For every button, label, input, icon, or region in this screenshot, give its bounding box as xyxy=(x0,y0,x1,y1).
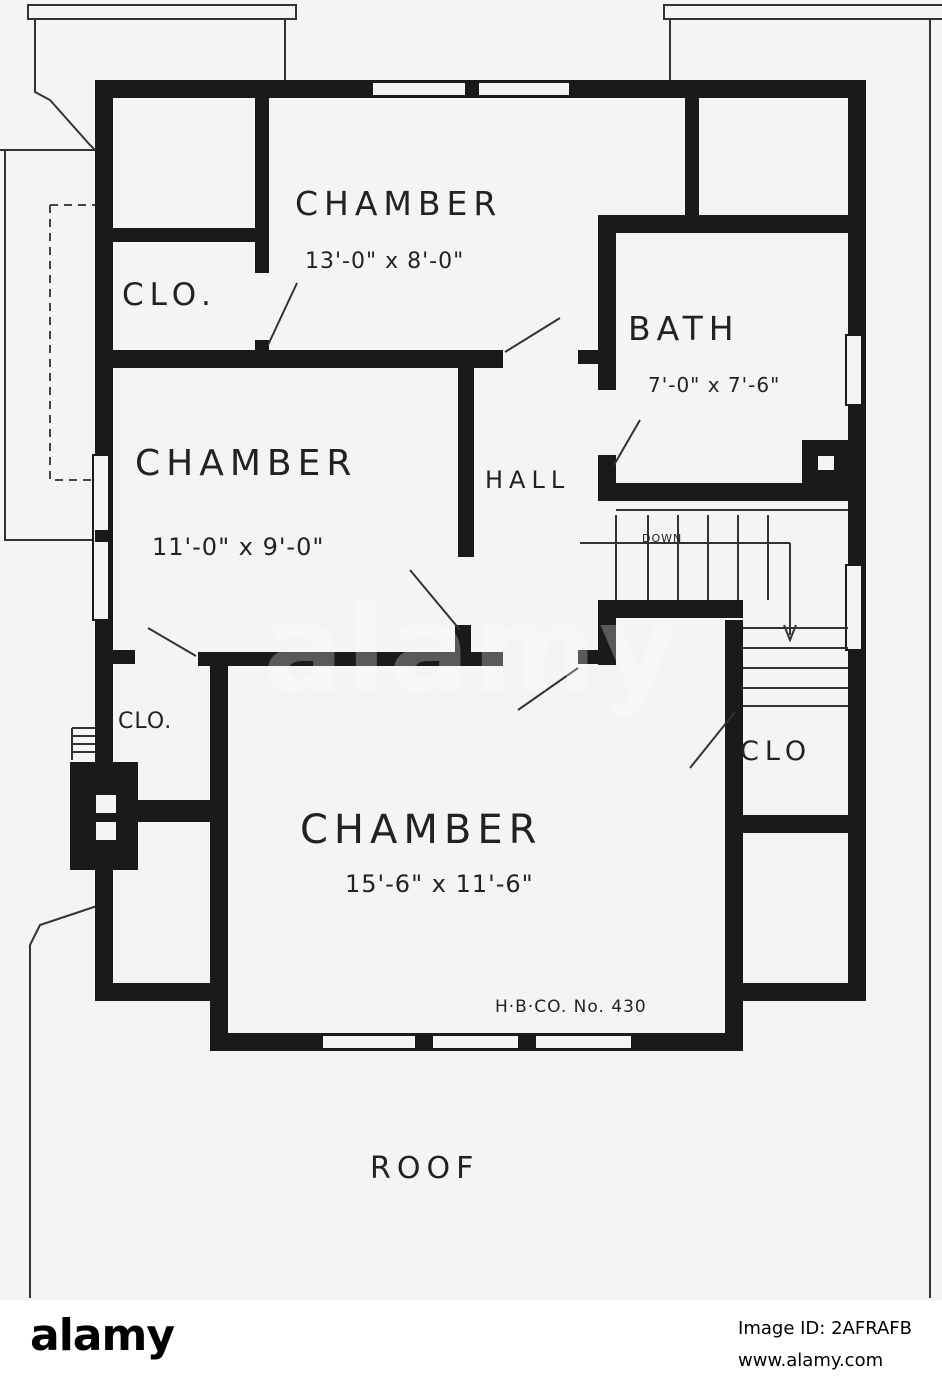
roof-outline xyxy=(0,4,942,1298)
wall-ne-closet xyxy=(685,98,699,228)
window-south xyxy=(321,1034,633,1050)
wall-south-left xyxy=(95,983,225,1001)
image-id: Image ID: 2AFRAFB xyxy=(738,1318,912,1339)
alamy-logo[interactable]: alamy xyxy=(30,1310,175,1361)
dashed-porch-line xyxy=(49,204,95,481)
floor-plan-drawing: CHAMBER 13'-0" x 8'-0" CLO. BATH 7'-0" x… xyxy=(0,4,942,1298)
leader-lines xyxy=(147,282,736,769)
window-stair xyxy=(845,564,863,651)
wall-bath-south xyxy=(598,483,848,501)
flue-1 xyxy=(96,795,116,813)
chimney-steps xyxy=(71,727,95,760)
plan-number: H·B·CO. No. 430 xyxy=(495,997,647,1017)
chamber-top-label: CHAMBER xyxy=(295,184,502,223)
north-windows xyxy=(371,80,571,98)
porch-outline xyxy=(4,150,95,541)
wall-bay-east xyxy=(725,620,743,1050)
stairs xyxy=(580,509,848,707)
wall-bath-stub xyxy=(578,350,616,364)
wall-bay-west xyxy=(210,660,228,1050)
chamber-top-size: 13'-0" x 8'-0" xyxy=(305,249,464,274)
wall-stair-west xyxy=(598,600,616,665)
chamber-mid-size: 11'-0" x 9'-0" xyxy=(152,533,324,561)
window-west-mullion xyxy=(95,530,109,542)
roof-edge-lower-left xyxy=(29,904,101,1298)
bath-size: 7'-0" x 7'-6" xyxy=(648,373,780,397)
footer-bar xyxy=(0,1300,942,1390)
bath-label: BATH xyxy=(628,309,740,348)
wall-stair-top xyxy=(616,600,743,618)
wall-bath-top xyxy=(600,215,850,233)
chamber-big-size: 15'-6" x 11'-6" xyxy=(345,870,534,898)
wall-clo-stub xyxy=(113,650,135,664)
flue-2 xyxy=(96,822,116,840)
bath-vent-opening xyxy=(818,456,834,470)
stair-down-label: DOWN xyxy=(642,532,682,545)
wall-chamber-south xyxy=(198,652,503,666)
wall-east xyxy=(848,80,866,1000)
clo-left-label: CLO. xyxy=(118,709,172,734)
chimney xyxy=(70,727,138,870)
chimney-body xyxy=(70,762,138,870)
chamber-big-label: CHAMBER xyxy=(300,807,542,853)
hall-label: HALL xyxy=(485,466,570,494)
wall-hall-west xyxy=(458,365,474,557)
interior-walls xyxy=(95,98,850,833)
wall-south-right xyxy=(725,983,866,1001)
wall-closet-vertical xyxy=(255,98,269,273)
chimney-cap-left xyxy=(27,4,297,20)
floor-plan: CHAMBER 13'-0" x 8'-0" CLO. BATH 7'-0" x… xyxy=(0,0,942,1300)
roof-edge-left xyxy=(34,19,96,151)
wall-bath-west xyxy=(598,215,616,390)
window-south-mullion-1 xyxy=(415,1033,433,1051)
footer-meta: Image ID: 2AFRAFB www.alamy.com xyxy=(738,1313,912,1377)
wall-clo-right-south xyxy=(743,815,848,833)
chamber-mid-label: CHAMBER xyxy=(135,443,357,484)
wall-chamber-divider xyxy=(95,350,503,368)
wall-stair-stub xyxy=(578,650,616,664)
clo-right-label: CLO xyxy=(740,736,812,767)
roof-label: ROOF xyxy=(370,1151,479,1186)
window-bath xyxy=(845,334,863,406)
window-south-mullion-2 xyxy=(518,1033,536,1051)
chimney-cap-right xyxy=(663,4,942,20)
wall-closet-top xyxy=(95,228,263,242)
site-url[interactable]: www.alamy.com xyxy=(738,1350,884,1371)
clo-top-label: CLO. xyxy=(122,277,217,313)
window-mullion-north xyxy=(465,80,479,98)
